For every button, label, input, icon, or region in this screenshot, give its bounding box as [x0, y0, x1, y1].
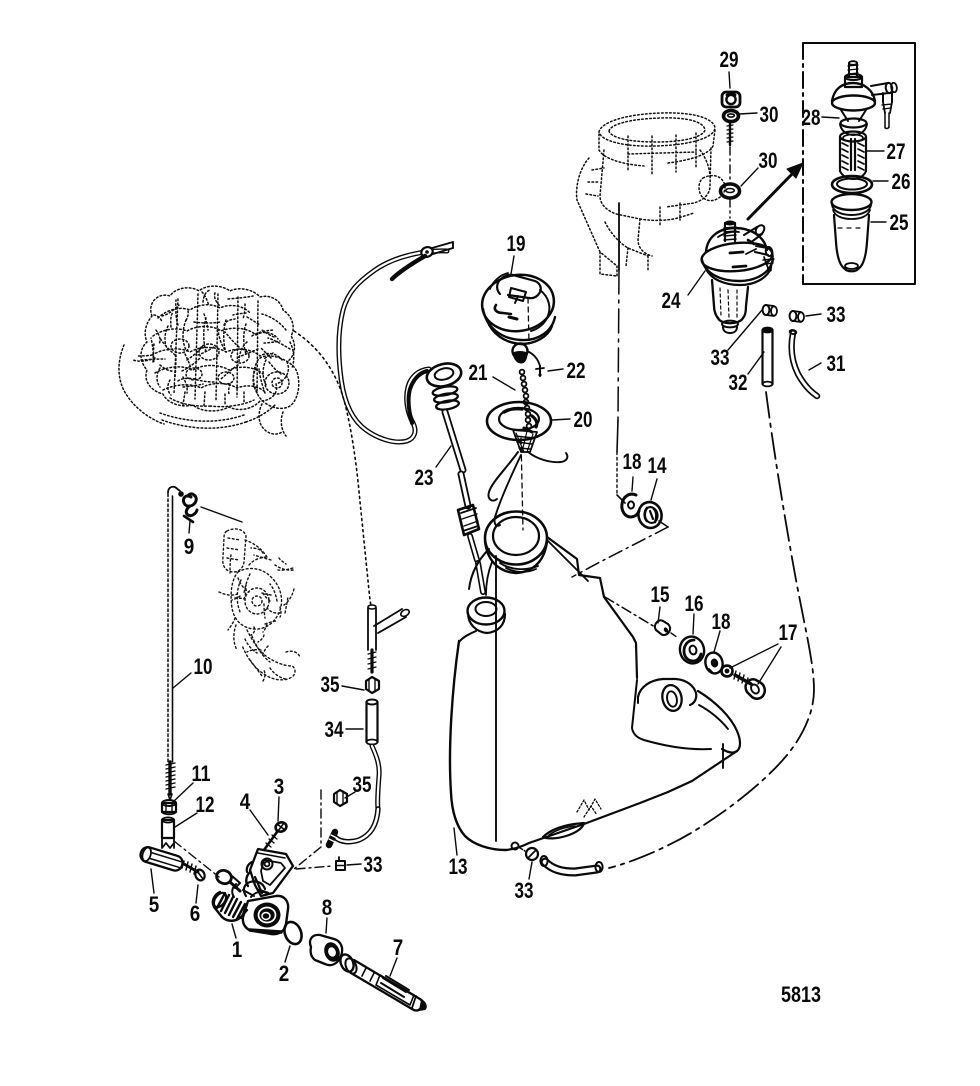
svg-text:33: 33: [364, 852, 383, 877]
svg-text:28: 28: [802, 105, 821, 130]
svg-text:24: 24: [662, 288, 682, 313]
svg-text:19: 19: [507, 231, 526, 256]
svg-text:7: 7: [393, 935, 404, 960]
svg-text:22: 22: [567, 358, 586, 383]
svg-text:17: 17: [779, 620, 798, 645]
svg-text:31: 31: [827, 351, 846, 376]
svg-text:1: 1: [232, 937, 243, 962]
svg-text:20: 20: [574, 407, 593, 432]
svg-text:5: 5: [149, 892, 160, 917]
svg-text:21: 21: [469, 360, 488, 385]
svg-text:4: 4: [240, 789, 251, 814]
svg-text:30: 30: [760, 102, 779, 127]
svg-text:34: 34: [325, 717, 345, 742]
svg-text:6: 6: [190, 901, 201, 926]
svg-text:13: 13: [449, 854, 468, 879]
svg-text:35: 35: [321, 672, 340, 697]
svg-text:33: 33: [711, 345, 730, 370]
svg-text:27: 27: [887, 139, 906, 164]
svg-text:14: 14: [648, 453, 668, 478]
svg-text:5813: 5813: [781, 982, 821, 1007]
svg-text:2: 2: [279, 961, 290, 986]
svg-text:35: 35: [353, 772, 372, 797]
svg-text:33: 33: [827, 302, 846, 327]
svg-text:12: 12: [196, 792, 215, 817]
svg-text:18: 18: [712, 609, 731, 634]
svg-text:33: 33: [515, 878, 534, 903]
svg-text:15: 15: [651, 582, 670, 607]
svg-text:11: 11: [192, 761, 211, 786]
svg-text:23: 23: [415, 465, 434, 490]
svg-text:16: 16: [685, 591, 704, 616]
svg-text:8: 8: [322, 895, 333, 920]
svg-text:10: 10: [194, 654, 213, 679]
svg-text:30: 30: [759, 148, 778, 173]
svg-text:29: 29: [720, 47, 739, 72]
svg-text:32: 32: [729, 370, 748, 395]
svg-text:26: 26: [892, 169, 911, 194]
svg-text:3: 3: [274, 774, 285, 799]
svg-text:25: 25: [890, 210, 909, 235]
svg-text:9: 9: [184, 534, 195, 559]
svg-text:18: 18: [623, 449, 642, 474]
